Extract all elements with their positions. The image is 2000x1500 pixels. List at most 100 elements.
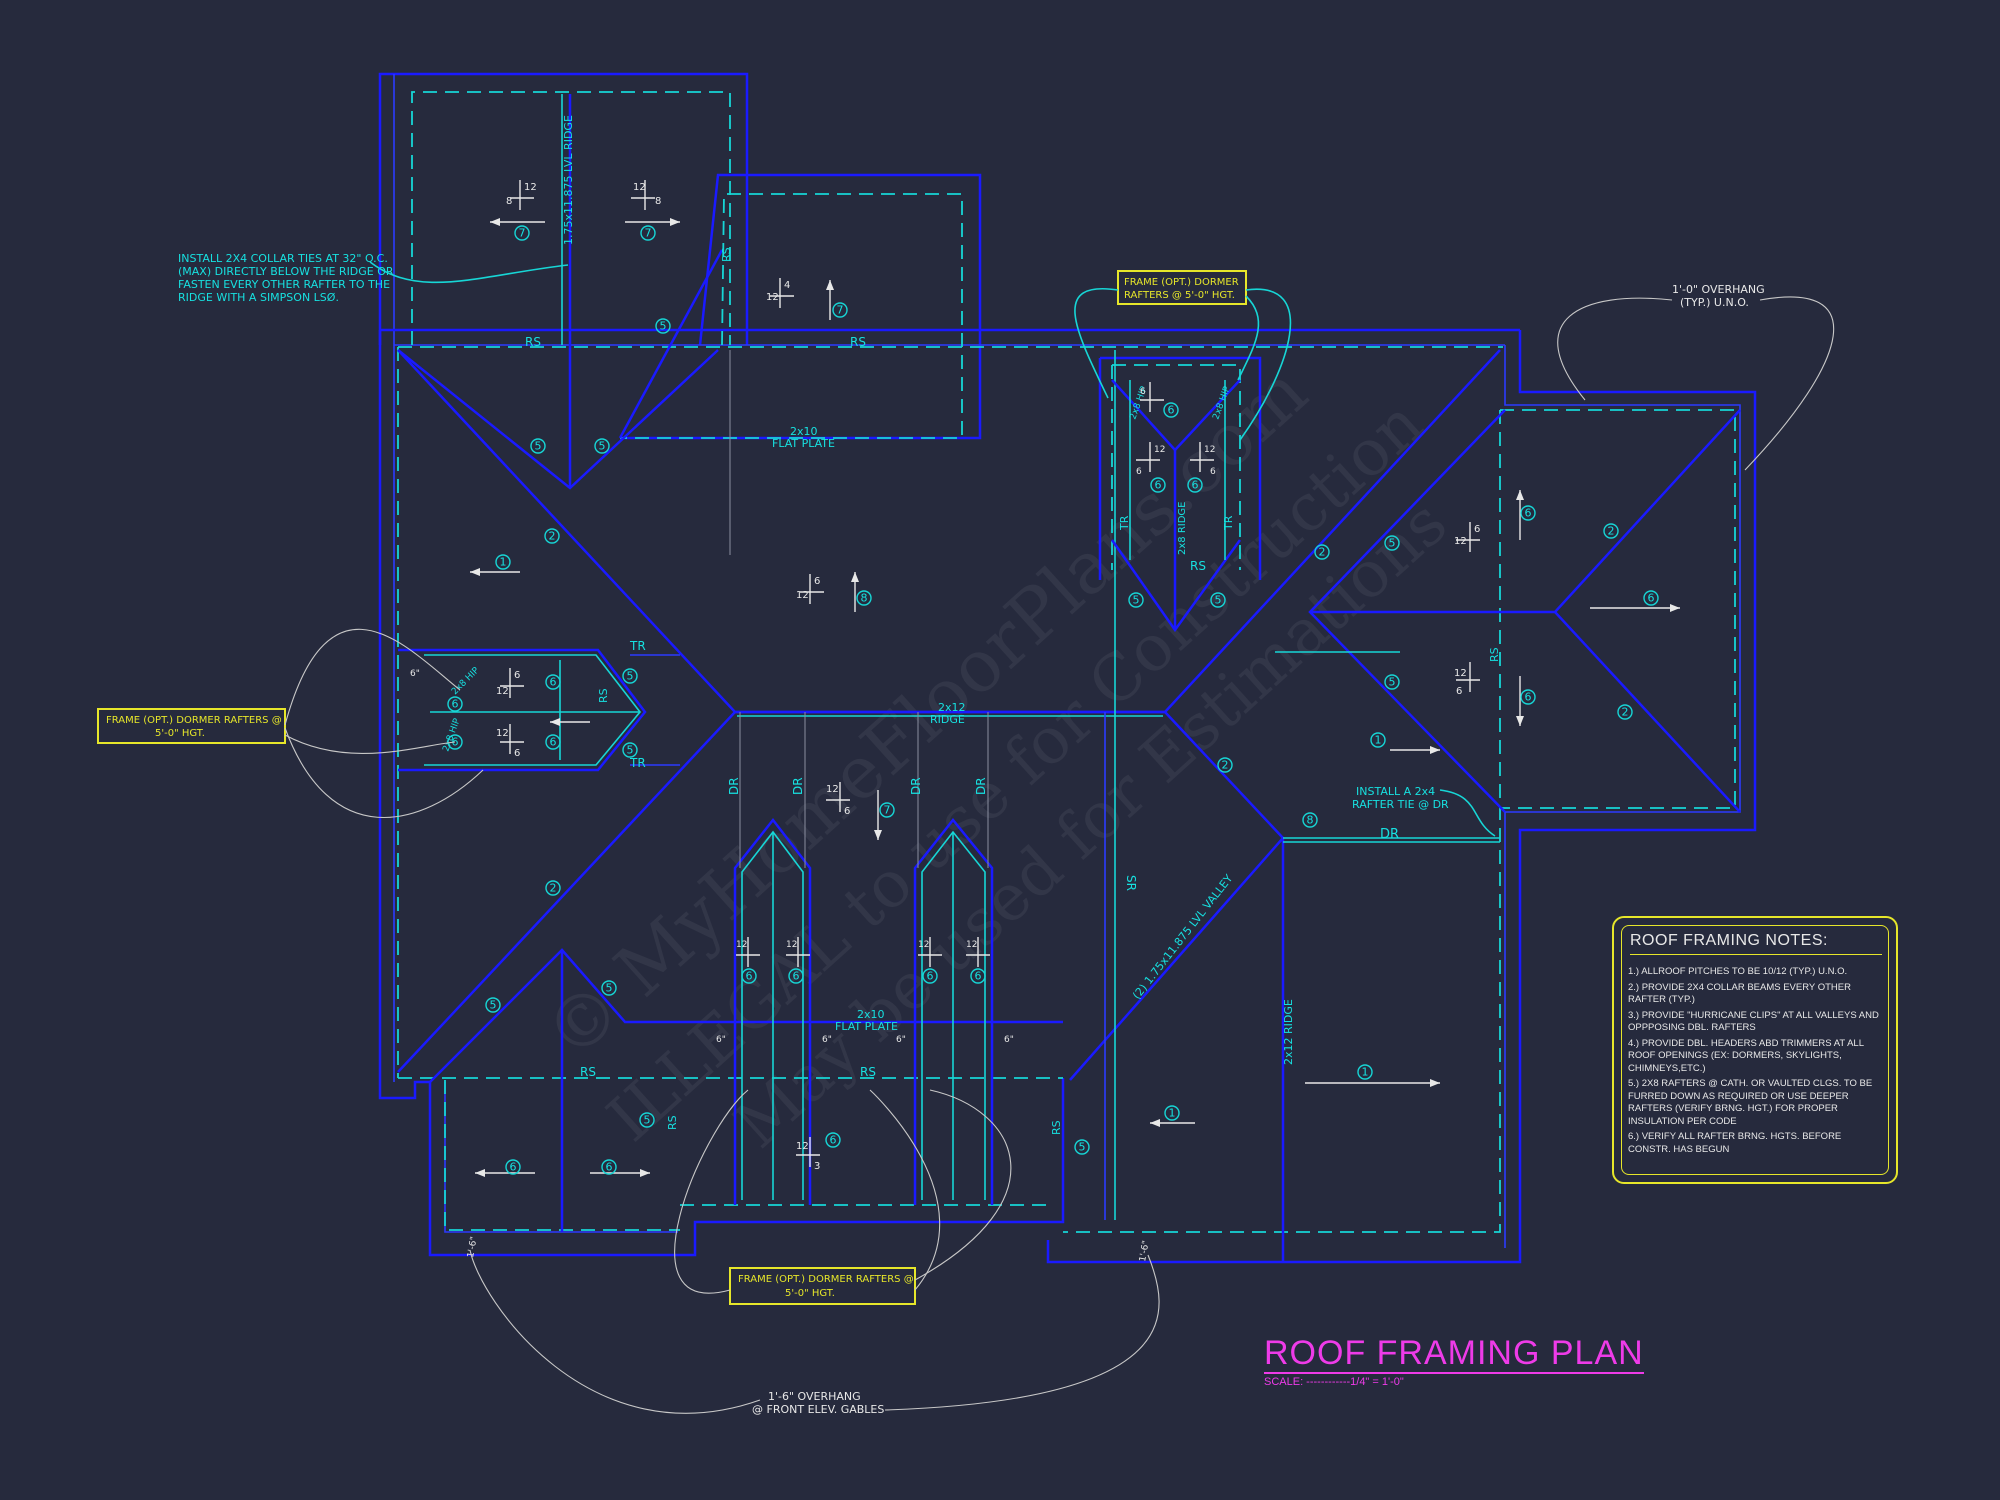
rafter-tag: 5 xyxy=(622,668,638,684)
svg-text:7: 7 xyxy=(837,304,844,317)
collar-ties-line-2: (MAX) DIRECTLY BELOW THE RIDGE OR xyxy=(178,265,394,278)
svg-text:6: 6 xyxy=(606,1161,613,1174)
svg-text:7: 7 xyxy=(519,227,526,240)
rafter-tag: 5 xyxy=(1074,1139,1090,1155)
overhang-dim: 6" xyxy=(822,1035,832,1045)
rafter-tag: 6 xyxy=(970,968,986,984)
flat-plate-bottom-label: FLAT PLATE xyxy=(835,1020,898,1033)
svg-text:FRAME (OPT.) DORMER RAFTERS @: FRAME (OPT.) DORMER RAFTERS @ xyxy=(738,1274,914,1285)
roof-framing-notes-panel: ROOF FRAMING NOTES: 1.) ALLROOF PITCHES … xyxy=(1612,916,1898,1184)
pitch-run: 12 xyxy=(496,728,509,739)
rafter-tag: 5 xyxy=(601,980,617,996)
rafter-tag: 6 xyxy=(545,674,561,690)
rafter-tag: 7 xyxy=(879,802,895,818)
rafter-tag: 5 xyxy=(639,1112,655,1128)
pitch-run: 12 xyxy=(633,182,646,193)
rafter-tag: 5 xyxy=(1128,592,1144,608)
svg-text:6: 6 xyxy=(1648,592,1655,605)
pitch-rise: 8 xyxy=(655,196,661,207)
rafter-tag: 2 xyxy=(1217,757,1233,773)
svg-text:RAFTERS @ 5'-0" HGT.: RAFTERS @ 5'-0" HGT. xyxy=(1124,290,1235,301)
overhang-callout-right: 1'-0" OVERHANG (TYP.) U.N.O. xyxy=(1557,283,1835,471)
dormer-callout-bottom: FRAME (OPT.) DORMER RAFTERS @ 5'-0" HGT. xyxy=(674,1089,1012,1305)
pitch-rise: 12 xyxy=(786,940,797,950)
pitch-rise: 6 xyxy=(844,806,850,817)
overhang-callout-bottom: 1'-6" OVERHANG @ FRONT ELEV. GABLES xyxy=(469,1249,1160,1416)
svg-text:8: 8 xyxy=(1307,814,1314,827)
rafter-tag: 8 xyxy=(856,590,872,606)
svg-text:6: 6 xyxy=(550,676,557,689)
svg-text:6: 6 xyxy=(1192,479,1199,492)
notes-title: ROOF FRAMING NOTES: xyxy=(1630,932,1882,955)
pitch-run: 12 xyxy=(1454,536,1467,547)
rafter-tag: 5 xyxy=(655,318,671,334)
rafter-tag: 2 xyxy=(545,880,561,896)
rafter-tag: 5 xyxy=(594,438,610,454)
dr-label: DR xyxy=(791,777,805,795)
pitch-run: 12 xyxy=(524,182,537,193)
building-outline xyxy=(378,72,1757,1264)
pitch-rise: 6 xyxy=(1474,524,1480,535)
pitch-rise: 6 xyxy=(1136,467,1142,477)
pitch-rise: 3 xyxy=(814,1161,820,1172)
pitch-rise: 4 xyxy=(784,280,790,291)
rafter-tag: 2 xyxy=(1617,704,1633,720)
svg-text:5'-0" HGT.: 5'-0" HGT. xyxy=(785,1288,835,1299)
rafter-tag: 2 xyxy=(1314,544,1330,560)
rafter-tag: 6 xyxy=(741,968,757,984)
rafter-tag: 1 xyxy=(1370,732,1386,748)
rafter-tag: 1 xyxy=(1164,1105,1180,1121)
tr-label: TR xyxy=(629,639,646,653)
dr-label: DR xyxy=(974,777,988,795)
svg-text:6: 6 xyxy=(975,970,982,983)
rafter-tag: 5 xyxy=(1384,535,1400,551)
svg-text:5: 5 xyxy=(1215,594,1222,607)
rs-label: RS xyxy=(580,1065,596,1079)
rafter-tag: 5 xyxy=(1384,674,1400,690)
rs-label: RS xyxy=(597,688,610,703)
notes-inner-border xyxy=(1621,925,1889,1175)
slope-arrows xyxy=(470,218,1680,1177)
rafter-tag: 6 xyxy=(922,968,938,984)
svg-text:5'-0" HGT.: 5'-0" HGT. xyxy=(155,728,205,739)
note-item: 1.) ALLROOF PITCHES TO BE 10/12 (TYP.) U… xyxy=(1628,966,1848,977)
rafter-tag: 8 xyxy=(1302,812,1318,828)
overhang-dim: 1'-6" xyxy=(466,1236,480,1259)
svg-text:6: 6 xyxy=(1155,479,1162,492)
svg-text:6: 6 xyxy=(452,698,459,711)
rafter-tag: 5 xyxy=(622,742,638,758)
rafter-tag: 6 xyxy=(545,734,561,750)
pitch-rise: 6 xyxy=(1210,467,1216,477)
rafter-tie-line-2: RAFTER TIE @ DR xyxy=(1352,798,1449,811)
svg-text:5: 5 xyxy=(627,744,634,757)
lvl-ridge-label: 1.75x11.875 LVL RIDGE xyxy=(562,115,575,245)
pitch-rise: 12 xyxy=(966,940,977,950)
svg-text:5: 5 xyxy=(1079,1141,1086,1154)
pitch-run: 12 xyxy=(796,1141,809,1152)
pitch-rise: 12 xyxy=(736,940,747,950)
main-ridge-size: 2x12 xyxy=(938,701,966,714)
dr-label: DR xyxy=(727,777,741,795)
eave-lines xyxy=(397,91,1736,1233)
svg-text:FRAME (OPT.) DORMER: FRAME (OPT.) DORMER xyxy=(1124,277,1239,288)
collar-ties-line-1: INSTALL 2X4 COLLAR TIES AT 32" O.C. xyxy=(178,252,388,265)
rafter-tag: 5 xyxy=(485,997,501,1013)
dormer-ridge-label: 2x8 RIDGE xyxy=(1177,502,1188,556)
overhang-dim: 6" xyxy=(410,669,420,679)
svg-text:2: 2 xyxy=(1222,759,1229,772)
pitch-rise: 8 xyxy=(506,196,512,207)
rs-label: RS xyxy=(1050,1120,1063,1135)
rs-label: RS xyxy=(860,1065,876,1079)
note-item: 5.) 2x8 RAFTERS @ CATH. OR VAULTED CLGS.… xyxy=(1628,1078,1873,1127)
dr-label: DR xyxy=(1380,827,1399,842)
rafter-tag: 6 xyxy=(788,968,804,984)
overhang-bottom-line-2: @ FRONT ELEV. GABLES xyxy=(752,1403,884,1416)
rafter-tag: 6 xyxy=(1163,402,1179,418)
svg-text:FRAME (OPT.) DORMER RAFTERS @: FRAME (OPT.) DORMER RAFTERS @ xyxy=(106,715,282,726)
rafter-tag: 7 xyxy=(640,225,656,241)
pitch-symbols: 12 8 12 8 12 4 12 6 12 6 12 6 xyxy=(496,180,1480,1172)
pitch-run: 12 xyxy=(1154,445,1165,455)
rafter-tag: 6 xyxy=(1150,477,1166,493)
collar-ties-line-3: FASTEN EVERY OTHER RAFTER TO THE xyxy=(178,278,390,291)
rafter-tie-line-1: INSTALL A 2x4 xyxy=(1356,785,1435,798)
